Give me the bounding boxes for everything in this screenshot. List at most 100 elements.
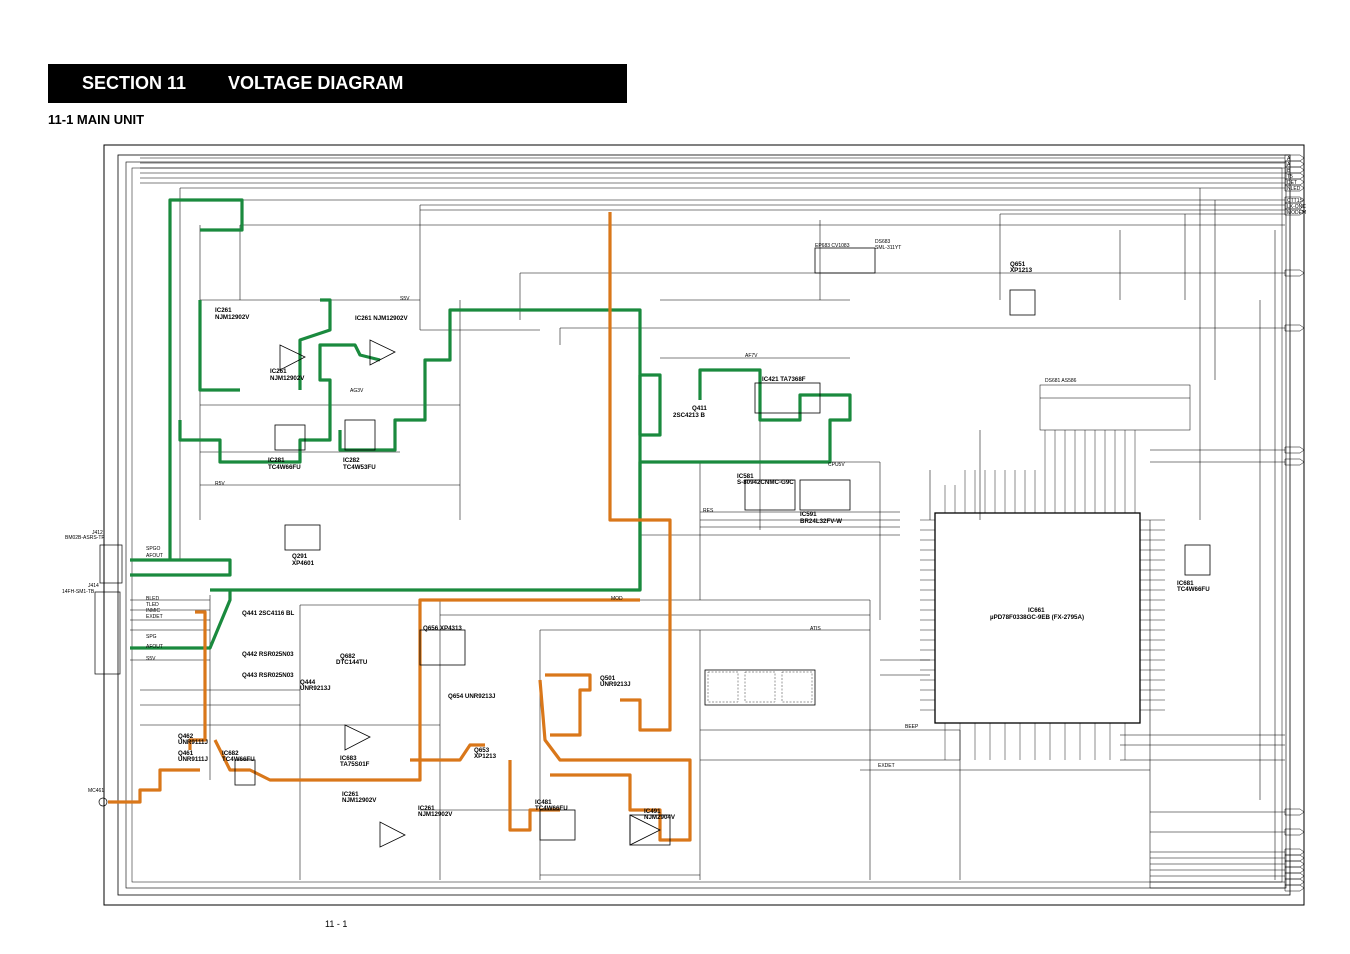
- ic-boxes: [234, 247, 1211, 846]
- label-q653: Q653: [474, 747, 490, 754]
- label-q651-part: XP1213: [1010, 267, 1033, 274]
- net-rail-2: AF7V: [745, 353, 758, 359]
- label-ic581-part: S-80942CNMC-G9C: [737, 479, 794, 486]
- label-q682-part: DTC144TU: [336, 659, 368, 666]
- label-ic261-a: IC261: [215, 307, 232, 314]
- net-right-2: A: [1287, 162, 1291, 168]
- net-left-2: AFOUT: [146, 553, 163, 559]
- label-j414-part: 14FH-SM1-TB: [62, 589, 95, 595]
- label-q444-part: UNR9213J: [300, 685, 331, 692]
- net-right-9: MODEM: [1287, 210, 1306, 216]
- label-j412: J412: [92, 530, 103, 536]
- label-ep683: EP683 CV1083: [815, 243, 850, 249]
- label-q462: Q462: [178, 733, 194, 740]
- left-connectors: [94, 544, 123, 807]
- net-rail-3: CPU5V: [828, 462, 845, 468]
- rx-signal-path-4: [298, 298, 332, 390]
- label-ic261-b: IC261: [270, 368, 287, 375]
- label-ic661-part: µPD78F0338GC-9EB (FX-2795A): [990, 614, 1084, 621]
- net-rail-9: ATIS: [810, 626, 821, 632]
- label-ic491: IC491: [644, 808, 661, 815]
- label-q443: Q443 RSR025N03: [242, 672, 294, 679]
- rx-signal-path-2: [198, 300, 240, 392]
- rx-signal-path-6: [638, 373, 662, 437]
- label-mc461: MC461: [88, 788, 104, 794]
- label-q462-part: UNR9111J: [178, 739, 208, 746]
- tx-signal-path: [608, 212, 672, 732]
- label-ic681-part: TC4W66FU: [1177, 586, 1210, 593]
- label-q291: Q291: [292, 553, 308, 560]
- label-ic683-part: TA75S01F: [340, 761, 370, 768]
- net-rail-5: AG3V: [350, 388, 364, 394]
- label-ds681: DS681 AS586: [1045, 378, 1077, 384]
- op-amp-symbols: [279, 339, 661, 848]
- label-ic281-part: TC4W66FU: [268, 464, 301, 471]
- label-ic261-a-part: NJM12902V: [215, 314, 250, 321]
- label-q411: Q411: [692, 405, 707, 412]
- label-ic261-c-part: NJM12902V: [342, 797, 377, 804]
- label-ic681: IC681: [1177, 580, 1194, 587]
- tx-signal-path-7: [213, 739, 485, 782]
- label-ic282-part: TC4W53FU: [343, 464, 376, 471]
- label-q501: Q501: [600, 675, 616, 682]
- label-q444: Q444: [300, 679, 316, 686]
- net-left-3: BLED: [146, 596, 159, 602]
- label-q461: Q461: [178, 750, 194, 757]
- component-labels: IC261 NJM12902V IC261 NJM12902V IC261 NJ…: [62, 239, 1210, 821]
- net-left-6: EXDET: [146, 614, 163, 620]
- tx-signal-path-8: [108, 768, 200, 804]
- net-left-9: S5V: [146, 656, 156, 662]
- label-ds683-part: SML-311YT: [875, 245, 901, 251]
- label-q653-part: XP1213: [474, 753, 497, 760]
- label-q461-part: UNR9111J: [178, 756, 208, 763]
- rx-signal-path: [168, 198, 244, 560]
- label-ic682: IC682: [222, 750, 239, 757]
- label-q682: Q682: [340, 653, 356, 660]
- rx-signal-path-5: [210, 308, 642, 592]
- label-ds683: DS683: [875, 239, 891, 245]
- section-title: VOLTAGE DIAGRAM: [228, 73, 404, 93]
- label-j414: J414: [88, 583, 99, 589]
- label-ic481: IC481: [535, 799, 552, 806]
- label-q291-part: XP4601: [292, 560, 315, 567]
- rx-signal-path-8: [130, 558, 232, 577]
- net-labels: A A B T5 DET NLED CTT1S LK-ONC MODEM SPG…: [146, 156, 1306, 769]
- switch-blocks: [707, 671, 813, 703]
- net-left-8: AFOUT: [146, 644, 163, 650]
- label-ic261-b-part: NJM12902V: [270, 375, 305, 382]
- label-ic491-part: NJM2904V: [644, 814, 676, 821]
- label-q441: Q441 2SC4116 BL: [242, 610, 295, 617]
- label-ic281: IC281: [268, 457, 285, 464]
- net-right-4: T5: [1287, 174, 1293, 180]
- label-ic261-c: IC261: [342, 791, 359, 798]
- net-rail-1: S5V: [400, 296, 410, 302]
- label-q654: Q654 UNR9213J: [448, 693, 496, 700]
- tx-signal-path-4: [545, 673, 592, 737]
- label-ic421: IC421 TA7368F: [762, 376, 806, 383]
- label-q442: Q442 RSR025N03: [242, 651, 294, 658]
- net-rail-10: EXDET: [878, 763, 895, 769]
- net-right-7: CTT1S: [1287, 198, 1304, 204]
- label-ic282: IC282: [343, 457, 360, 464]
- net-right-1: A: [1287, 156, 1291, 162]
- label-ic591: IC591: [800, 511, 817, 518]
- label-ic581: IC581: [737, 473, 754, 480]
- label-ic683: IC683: [340, 755, 357, 762]
- rx-signal-path-3: [178, 343, 381, 464]
- net-right-3: B: [1287, 168, 1291, 174]
- thin-wiring: [130, 157, 1285, 889]
- label-ic261-d: IC261: [418, 805, 435, 812]
- rx-signal-path-9: [130, 590, 232, 650]
- thin-wiring-vertical: [179, 188, 1276, 888]
- net-rail-8: MOD: [611, 596, 623, 602]
- label-ic661: IC661: [1028, 607, 1045, 614]
- net-right-5: DET: [1287, 180, 1297, 186]
- label-q651: Q651: [1010, 261, 1026, 268]
- rx-signal-path-7: [638, 368, 852, 590]
- net-right-8: LK-ONC: [1287, 204, 1306, 210]
- net-flags: [1284, 154, 1305, 892]
- label-q656: Q656 XP4313: [423, 625, 462, 632]
- section-banner: SECTION 11 VOLTAGE DIAGRAM: [48, 64, 627, 103]
- net-left-4: TLED: [146, 602, 159, 608]
